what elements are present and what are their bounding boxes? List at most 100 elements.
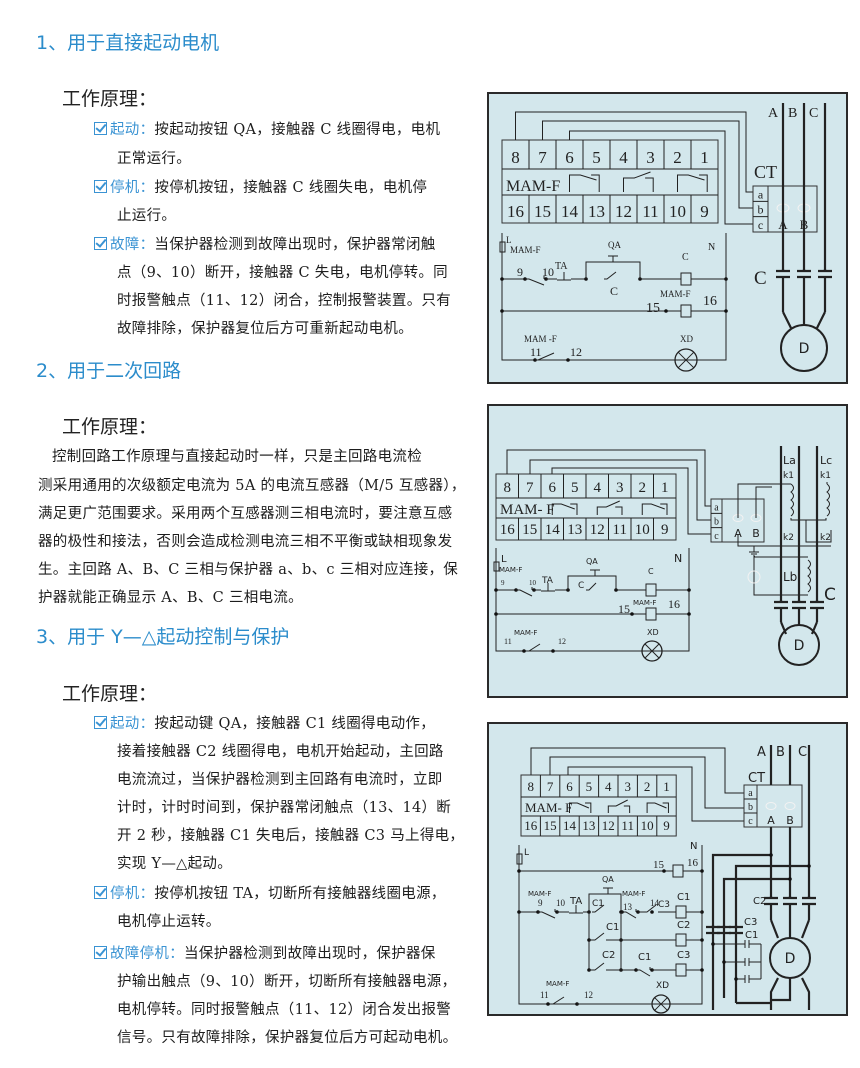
fuse-icon [499,241,506,253]
stop-button-ta [566,905,586,914]
nc-contact [622,909,637,919]
terminal-number: 2 [673,148,682,167]
wire [744,798,757,814]
wire [736,995,792,1005]
motor-label: D [799,341,810,357]
terminal-number: 6 [566,779,573,794]
ct-box [767,185,818,233]
terminal-number: 4 [619,148,628,167]
terminal-number: 9 [663,818,670,833]
output-contact-symbol [569,802,592,813]
terminal-number: 2 [644,779,651,794]
nc-contact [516,587,533,597]
label-mam1: MAM-F [499,566,522,574]
bullet-line: 点（9、10）断开，接触器 C 失电，电机停转。同 [117,261,448,282]
label-k1a: k1 [783,471,794,481]
label-k1c: k1 [820,471,831,481]
terminal-number: 16 [524,818,538,833]
bullet-text: 按起动键 QA，接触器 C1 线圈得电动作， [154,716,436,732]
junction-dot [700,968,704,972]
junction-dot [500,309,504,313]
section-1-principle-heading: 工作原理： [62,88,158,110]
main-contact [764,896,778,906]
wire [588,893,622,912]
section-1-title: 1、用于直接起动电机 [36,32,220,54]
checkbox-icon [94,716,107,729]
coil-symbol [672,864,684,878]
nc-contact [538,909,556,919]
label-mam3: MAM-F [514,629,537,637]
label-c1b: C1 [606,922,619,933]
label-lb: Lb [783,570,797,584]
paragraph-line: 控制回路工作原理与直接起动时一样，只是主回路电流检 [52,449,422,465]
bullet-text: 接着接触器 C2 线圈得电，电机开始起动，主回路 [117,744,444,760]
terminal-number: 14 [563,818,577,833]
section-2-principle-heading: 工作原理： [62,416,158,438]
no-contact [592,962,605,971]
label-t12: 12 [570,345,582,359]
lamp-cross [654,997,668,1011]
junction-dot [546,1002,550,1006]
bullet-line: 起动：按起动键 QA，接触器 C1 线圈得电动作， [94,712,435,733]
coil-symbol [680,272,692,286]
bullet-line: 实现 Y—△起动。 [117,852,232,873]
terminal-number: 16 [500,522,516,538]
label-c1c: C1 [638,952,651,963]
section-2-title: 2、用于二次回路 [36,360,182,382]
terminal-number: 8 [511,148,520,167]
label-coilC: C [682,252,689,263]
terminal-number: 10 [635,522,650,538]
bullet-text: 按停机按钮 TA，切断所有接触器线圈电源， [154,886,446,902]
label-phB: B [788,106,797,121]
label-mam2: MAM-F [633,599,656,607]
terminal-number: 9 [661,522,669,538]
ct-terminal-b: b [714,517,719,528]
label-xd: XD [656,981,669,991]
output-contact-symbol [646,802,669,813]
junction-dot [551,649,555,653]
junction-dot [807,864,811,868]
junction-dot [494,612,498,616]
output-contact-symbol [551,503,578,515]
paragraph-line: 生。主回路 A、B、C 三相与保护器 a、b、c 三相对应连接，保 [38,562,459,578]
terminal-number: 1 [661,480,669,496]
terminal-number: 11 [613,522,627,538]
label-t12: 12 [558,637,566,646]
ct-terminal-a: a [714,502,719,513]
ct-coil [784,802,796,810]
main-contact [774,600,788,610]
label-N: N [708,242,715,253]
terminal-number: 9 [700,202,709,221]
terminal-number: 6 [565,148,574,167]
bullet-line: 止运行。 [117,204,176,225]
junction-dot [517,869,521,873]
coil-symbol [675,963,687,977]
motor-lead [769,919,811,1010]
coil-symbol [645,583,657,597]
terminal-number: 13 [567,522,582,538]
main-contact [783,896,797,906]
label-mam3: MAM -F [524,334,557,344]
label-L: L [524,848,529,858]
ct-terminal-a: a [748,788,753,799]
bullet-line: 故障：当保护器检测到故障出现时，保护器常闭触 [94,233,436,254]
label-ctA: A [734,527,742,540]
section-3-title: 3、用于 Y—△起动控制与保护 [36,626,290,648]
ct-terminal-a: a [758,187,764,201]
bullet-line: 起动：按起动按钮 QA，接触器 C 线圈得电，电机 [94,118,440,139]
checkbox-icon [94,180,107,193]
label-t16: 16 [703,294,717,309]
junction-dot [724,309,728,313]
bullet-line: 正常运行。 [117,147,191,168]
junction-dot [566,358,570,362]
motor-lead [782,311,826,329]
label-k2c: k2 [820,533,831,543]
label-contactor: C [754,268,767,289]
terminal-number: 4 [594,480,602,496]
label-L: L [506,235,512,245]
bullet-line: 开 2 秒，接触器 C1 失电后，接触器 C3 马上得电， [117,824,464,845]
bullet-text: 时报警触点（11、12）闭合，控制报警装置。只有 [117,293,452,309]
ground-icon [749,546,759,557]
ct-winding [826,483,830,517]
